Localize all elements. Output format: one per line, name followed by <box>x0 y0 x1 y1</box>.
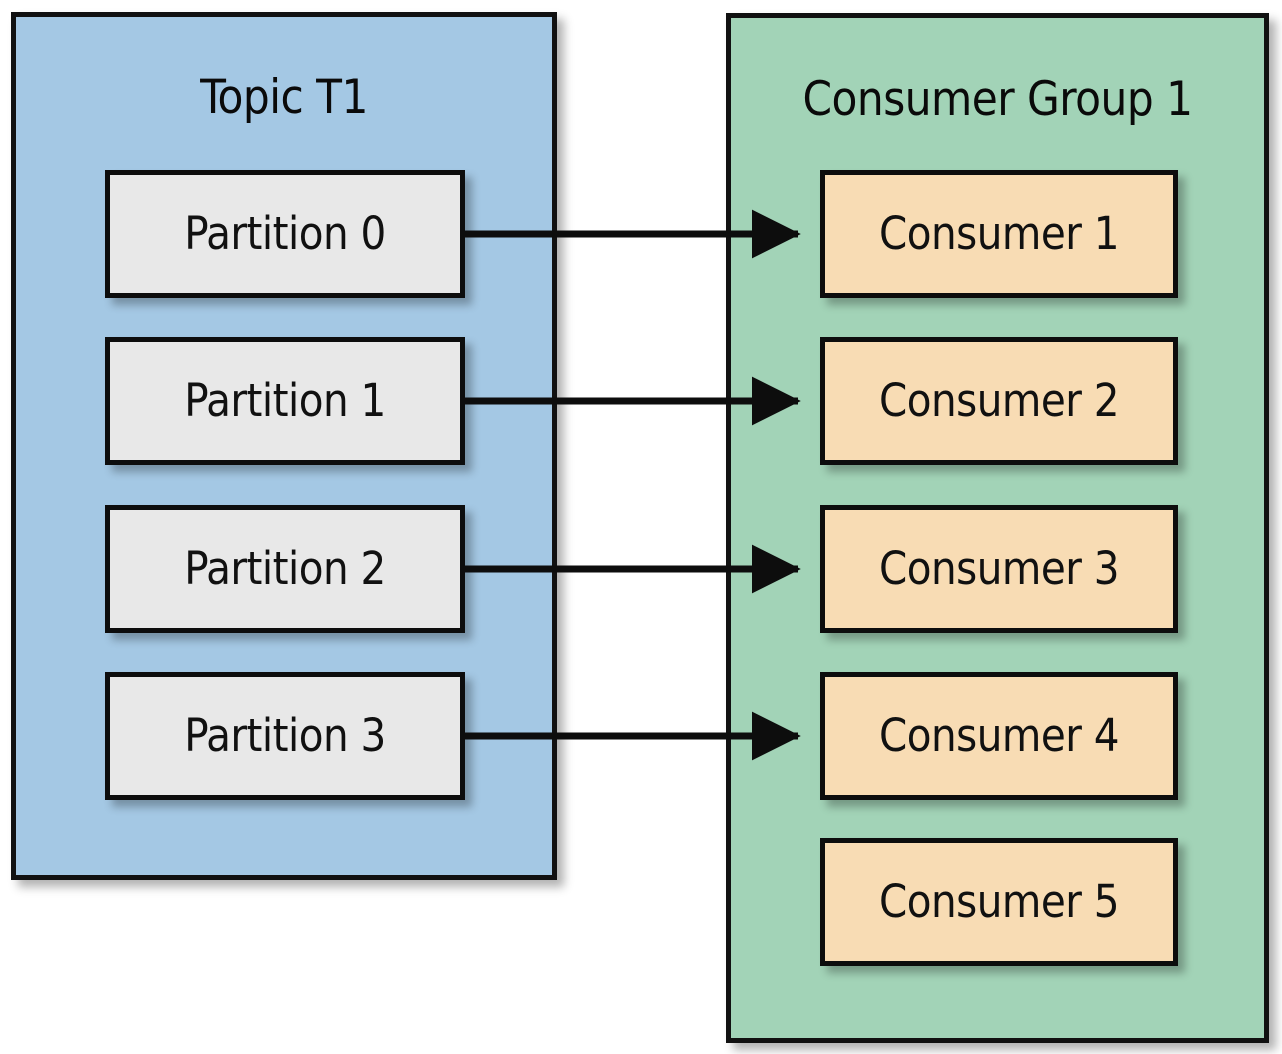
partition-label: Partition 2 <box>184 541 386 595</box>
consumer-box-3[interactable]: Consumer 3 <box>820 505 1178 633</box>
partition-box-2[interactable]: Partition 2 <box>105 505 465 633</box>
partition-box-0[interactable]: Partition 0 <box>105 170 465 298</box>
consumer-box-1[interactable]: Consumer 1 <box>820 170 1178 298</box>
partition-label: Partition 3 <box>184 708 386 762</box>
partition-label: Partition 1 <box>184 373 386 427</box>
partition-box-1[interactable]: Partition 1 <box>105 337 465 465</box>
consumer-box-2[interactable]: Consumer 2 <box>820 337 1178 465</box>
consumer-label: Consumer 2 <box>878 373 1120 427</box>
consumer-label: Consumer 1 <box>878 206 1120 260</box>
consumer-box-4[interactable]: Consumer 4 <box>820 672 1178 800</box>
consumer-label: Consumer 5 <box>878 874 1120 928</box>
topic-group-title: Topic T1 <box>200 70 368 125</box>
consumer-label: Consumer 4 <box>878 708 1120 762</box>
partition-label: Partition 0 <box>184 206 386 260</box>
consumer-group-title: Consumer Group 1 <box>802 72 1193 127</box>
consumer-label: Consumer 3 <box>878 541 1120 595</box>
consumer-box-5[interactable]: Consumer 5 <box>820 838 1178 966</box>
partition-box-3[interactable]: Partition 3 <box>105 672 465 800</box>
